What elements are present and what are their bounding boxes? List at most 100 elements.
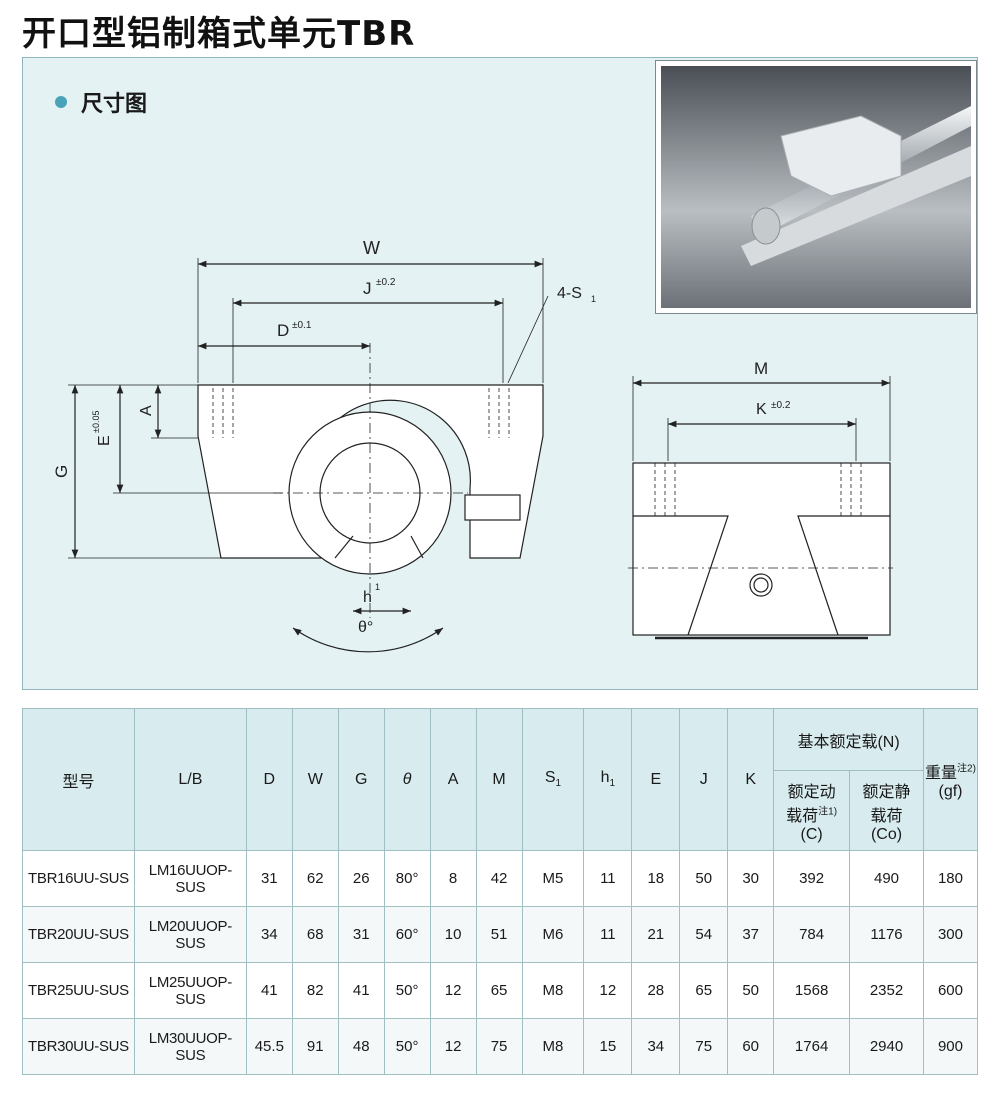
dim-a-label: A <box>138 405 155 416</box>
product-photo-image <box>661 66 971 308</box>
cell-s: M6 <box>521 906 585 963</box>
cell-static-load: 1176 <box>849 906 924 963</box>
header-k: K <box>727 708 775 851</box>
cell-model: TBR20UU-SUS <box>22 906 135 963</box>
cell-lb: LM16UUOP-SUS <box>133 850 247 907</box>
dim-j-label: J <box>363 279 372 298</box>
header-m: M <box>475 708 523 851</box>
cell-s: M5 <box>521 850 585 907</box>
cell-lb: LM20UUOP-SUS <box>133 906 247 963</box>
cell-h: 11 <box>583 906 633 963</box>
header-model: 型号 <box>22 708 135 851</box>
page-title: 开口型铝制箱式单元TBR <box>22 14 416 54</box>
cell-dynamic-load: 392 <box>773 850 851 907</box>
header-w: W <box>291 708 339 851</box>
cell-g: 31 <box>337 906 385 963</box>
cell-e: 34 <box>631 1018 681 1075</box>
cell-weight: 180 <box>922 850 979 907</box>
cell-g: 41 <box>337 962 385 1019</box>
cell-weight: 900 <box>922 1018 979 1075</box>
header-h: h1 <box>583 708 633 851</box>
dim-k-tolerance: ±0.2 <box>771 400 791 411</box>
header-d: D <box>245 708 293 851</box>
dim-h-sub: 1 <box>375 582 380 592</box>
cell-e: 28 <box>631 962 681 1019</box>
dim-k-label: K <box>756 401 767 418</box>
cell-j: 75 <box>679 1018 729 1075</box>
cell-theta: 60° <box>383 906 431 963</box>
cell-m: 75 <box>475 1018 523 1075</box>
cell-static-load: 490 <box>849 850 924 907</box>
cell-a: 10 <box>429 906 477 963</box>
cell-g: 26 <box>337 850 385 907</box>
cell-dynamic-load: 1764 <box>773 1018 851 1075</box>
dim-m-label: M <box>754 359 768 378</box>
dim-g-label: G <box>52 465 71 478</box>
dim-w-label: W <box>363 238 380 258</box>
dim-theta-label: θ° <box>358 619 373 636</box>
header-e: E <box>631 708 681 851</box>
header-weight: 重量注2)(gf) <box>922 708 979 851</box>
cell-w: 68 <box>291 906 339 963</box>
header-j: J <box>679 708 729 851</box>
cell-k: 50 <box>727 962 775 1019</box>
dim-d-tolerance: ±0.1 <box>292 320 312 331</box>
cell-j: 65 <box>679 962 729 1019</box>
cell-k: 30 <box>727 850 775 907</box>
cell-model: TBR25UU-SUS <box>22 962 135 1019</box>
cell-d: 41 <box>245 962 293 1019</box>
cell-h: 11 <box>583 850 633 907</box>
dim-e-label: E <box>96 435 113 446</box>
cell-g: 48 <box>337 1018 385 1075</box>
cell-m: 51 <box>475 906 523 963</box>
cell-static-load: 2940 <box>849 1018 924 1075</box>
cell-weight: 300 <box>922 906 979 963</box>
cell-w: 91 <box>291 1018 339 1075</box>
cell-s: M8 <box>521 1018 585 1075</box>
cell-theta: 50° <box>383 1018 431 1075</box>
cell-theta: 50° <box>383 962 431 1019</box>
cell-w: 82 <box>291 962 339 1019</box>
cell-lb: LM30UUOP-SUS <box>133 1018 247 1075</box>
cell-model: TBR16UU-SUS <box>22 850 135 907</box>
cell-d: 45.5 <box>245 1018 293 1075</box>
bullet-icon <box>55 96 67 108</box>
dimension-drawing: W J ±0.2 D ±0.1 4-S 1 A E ±0.05 G h 1 θ°… <box>52 238 893 653</box>
header-dynamic-load: 额定动载荷注1)(C) <box>773 770 851 851</box>
dim-s-sub: 1 <box>591 294 596 304</box>
cell-w: 62 <box>291 850 339 907</box>
header-a: A <box>429 708 477 851</box>
dimension-drawing-panel: W J ±0.2 D ±0.1 4-S 1 A E ±0.05 G h 1 θ°… <box>22 57 978 690</box>
cell-a: 12 <box>429 1018 477 1075</box>
dim-e-tolerance: ±0.05 <box>91 411 101 433</box>
cell-dynamic-load: 784 <box>773 906 851 963</box>
cell-d: 34 <box>245 906 293 963</box>
header-static-load: 额定静载荷(Co) <box>849 770 924 851</box>
cell-k: 37 <box>727 906 775 963</box>
cell-m: 65 <box>475 962 523 1019</box>
cell-a: 12 <box>429 962 477 1019</box>
header-lb: L/B <box>133 708 247 851</box>
cell-theta: 80° <box>383 850 431 907</box>
cell-e: 21 <box>631 906 681 963</box>
cell-lb: LM25UUOP-SUS <box>133 962 247 1019</box>
spec-table: 型号 L/B D W G θ A M S1 h1 E J K 基本额定载(N) … <box>22 708 979 1075</box>
dim-d-label: D <box>277 321 289 340</box>
cell-j: 50 <box>679 850 729 907</box>
section-header: 尺寸图 <box>55 86 147 118</box>
cell-m: 42 <box>475 850 523 907</box>
product-photo <box>655 60 977 314</box>
cell-s: M8 <box>521 962 585 1019</box>
header-s: S1 <box>521 708 585 851</box>
header-theta: θ <box>383 708 431 851</box>
cell-e: 18 <box>631 850 681 907</box>
header-g: G <box>337 708 385 851</box>
cell-dynamic-load: 1568 <box>773 962 851 1019</box>
section-label: 尺寸图 <box>81 92 148 117</box>
header-load: 基本额定载(N) <box>773 708 924 771</box>
